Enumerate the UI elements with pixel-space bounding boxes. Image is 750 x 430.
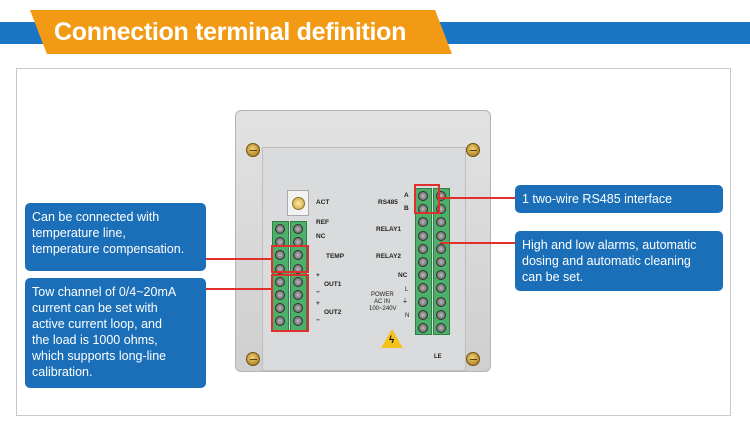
label-a: A (404, 192, 409, 199)
terminal-screw-icon (436, 283, 446, 294)
lightning-bolt-icon: ϟ (389, 335, 395, 346)
callout-relay-line-1: High and low alarms, automatic (522, 238, 697, 252)
callout-current-line-6: calibration. (32, 365, 93, 379)
callout-current-output: Tow channel of 0/4~20mA current can be s… (25, 278, 206, 388)
highlight-temp-terminals (271, 245, 309, 273)
callout-temperature: Can be connected with temperature line, … (25, 203, 206, 271)
label-le: LE (434, 354, 442, 360)
terminal-screw-icon (436, 217, 446, 228)
terminal-screw-icon (418, 309, 428, 320)
screw-icon (246, 352, 260, 366)
screw-icon (466, 352, 480, 366)
terminal-screw-icon (275, 316, 285, 327)
leader-line-relay (440, 242, 516, 244)
page-title: Connection terminal definition (54, 18, 407, 46)
callout-current-line-4: the load is 1000 ohms, (32, 333, 158, 347)
terminal-screw-icon (418, 323, 428, 333)
label-out1: OUT1 (324, 281, 342, 288)
label-nc-left: NC (316, 233, 326, 240)
terminal-screw-icon (436, 243, 446, 254)
highlight-rs485-terminals (414, 184, 440, 214)
highlight-output-terminals (271, 274, 309, 332)
callout-relay-alarms: High and low alarms, automatic dosing an… (515, 231, 723, 291)
terminal-screw-icon (275, 224, 285, 234)
terminal-screw-icon (436, 230, 446, 241)
label-plus-2: + (316, 300, 320, 307)
label-voltage: 100~240V (369, 306, 397, 312)
terminal-screw-icon (293, 263, 303, 274)
callout-temp-line-3: temperature compensation. (32, 242, 185, 256)
warning-high-voltage-icon (381, 329, 403, 348)
label-acin: AC IN (374, 299, 391, 305)
terminal-screw-icon (436, 204, 446, 215)
terminal-screw-icon (275, 250, 285, 261)
terminal-screw-icon (275, 276, 285, 287)
label-l: L (405, 287, 409, 293)
terminal-screw-icon (418, 283, 428, 294)
callout-current-line-2: current can be set with (32, 301, 158, 315)
label-out2: OUT2 (324, 309, 342, 316)
screw-icon (466, 143, 480, 157)
terminal-screw-icon (436, 270, 446, 281)
callout-current-line-1: Tow channel of 0/4~20mA (32, 285, 177, 299)
terminal-screw-icon (436, 191, 446, 201)
callout-temp-line-1: Can be connected with (32, 210, 160, 224)
label-act: ACT (316, 199, 330, 206)
terminal-screw-icon (275, 263, 285, 274)
label-minus-1: − (316, 289, 320, 296)
terminal-screw-icon (436, 296, 446, 307)
terminal-screw-icon (293, 224, 303, 234)
terminal-screw-icon (418, 296, 428, 307)
callout-current-line-3: active current loop, and (32, 317, 162, 331)
callout-rs485: 1 two-wire RS485 interface (515, 185, 723, 213)
label-nc-right: NC (398, 272, 408, 279)
label-relay2: RELAY2 (376, 253, 402, 260)
label-minus-2: − (316, 317, 320, 324)
callout-relay-line-3: can be set. (522, 270, 584, 284)
terminal-screw-icon (418, 191, 428, 201)
label-n: N (405, 313, 410, 319)
terminal-screw-icon (418, 243, 428, 254)
leader-line-current (206, 288, 272, 290)
terminal-screw-icon (293, 276, 303, 287)
title-banner (30, 10, 452, 54)
callout-relay-line-2: dosing and automatic cleaning (522, 254, 691, 268)
label-power: POWER (371, 292, 394, 298)
terminal-screw-icon (418, 217, 428, 228)
act-potentiometer (287, 190, 309, 216)
ground-icon: ⏚ (402, 299, 409, 305)
screw-icon (246, 143, 260, 157)
terminal-screw-icon (436, 309, 446, 320)
leader-line-temp (206, 258, 272, 260)
terminal-screw-icon (275, 290, 285, 300)
terminal-screw-icon (275, 303, 285, 314)
label-rs485: RS485 (378, 199, 398, 206)
terminal-screw-icon (293, 316, 303, 327)
label-ref: REF (316, 219, 329, 226)
label-plus-1: + (316, 272, 320, 279)
leader-line-rs485 (440, 197, 516, 199)
callout-current-line-5: which supports long-line (32, 349, 167, 363)
terminal-screw-icon (293, 303, 303, 314)
terminal-screw-icon (418, 230, 428, 241)
label-temp: TEMP (326, 253, 345, 260)
callout-temp-line-2: temperature line, (32, 226, 126, 240)
terminal-screw-icon (436, 323, 446, 333)
terminal-screw-icon (418, 257, 428, 267)
terminal-screw-icon (293, 290, 303, 300)
terminal-screw-icon (293, 250, 303, 261)
label-b: B (404, 205, 409, 212)
callout-rs485-line-1: 1 two-wire RS485 interface (522, 192, 673, 206)
terminal-screw-icon (418, 270, 428, 281)
label-relay1: RELAY1 (376, 226, 402, 233)
terminal-screw-icon (436, 257, 446, 267)
